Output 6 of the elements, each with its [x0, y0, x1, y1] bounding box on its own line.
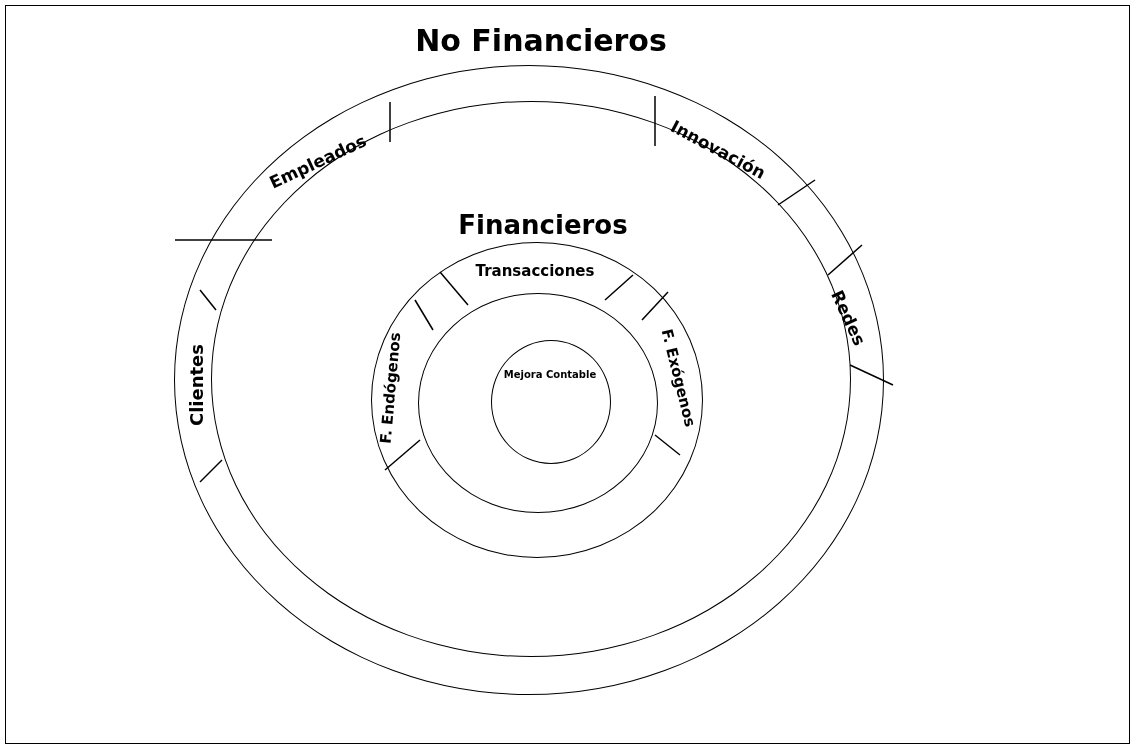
ring-label: No Financieros — [415, 26, 667, 56]
ring-label: Mejora Contable — [503, 370, 597, 380]
ring-label: Clientes — [188, 343, 206, 427]
ring-label: Financieros — [458, 212, 628, 238]
ring-label: Transacciones — [475, 263, 595, 279]
ring-label: F. Endógenos — [378, 331, 404, 445]
